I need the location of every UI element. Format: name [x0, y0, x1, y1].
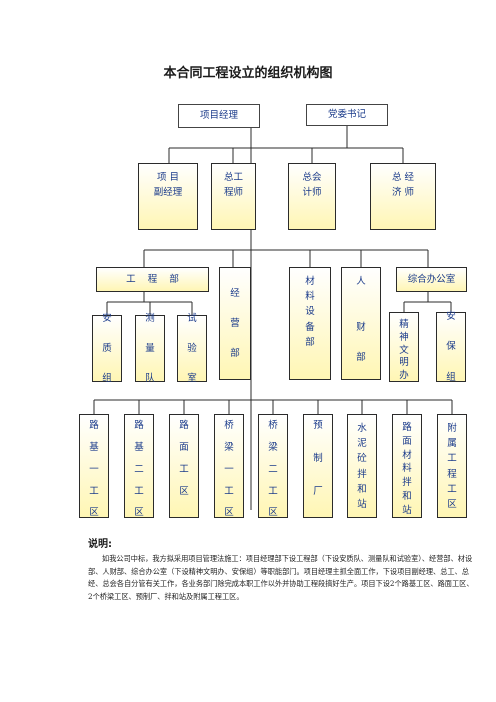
auxiliary-works-area-box: 附 属 工 程 工 区 [437, 414, 467, 518]
subgrade-area-1-box: 路 基 一 工 区 [79, 414, 109, 518]
civilization-office-box: 精 神 文 明 办 [389, 312, 419, 382]
party-secretary-box: 党委书记 [306, 104, 388, 126]
pavement-mixing-station-box: 路 面 材 料 拌 和 站 [392, 414, 422, 518]
survey-team-box: 测 量 队 [135, 313, 165, 384]
hr-finance-dept-box: 人 财 部 [341, 267, 381, 380]
chief-accountant-box: 总会 计师 [288, 163, 336, 230]
precast-plant-box: 预 制 厂 [303, 414, 333, 518]
chart-title: 本合同工程设立的组织机构图 [163, 66, 333, 81]
security-team-box: 安 保 组 [436, 311, 466, 383]
pavement-area-box: 路 面 工 区 [169, 414, 199, 518]
test-lab-box: 试 验 室 [177, 313, 207, 384]
safety-quality-box: 安 质 组 [92, 313, 122, 384]
bridge-area-1-box: 桥 梁 一 工 区 [214, 414, 244, 518]
materials-dept-box: 材 料 设 备 部 [289, 267, 331, 380]
cement-mixing-station-box: 水 泥 砼 拌 和 站 [347, 414, 377, 518]
note-heading: 说明: [88, 539, 112, 550]
project-manager-box: 项目经理 [178, 104, 260, 128]
engineering-dept-box: 工 程 部 [96, 267, 209, 292]
general-office-box: 综合办公室 [396, 267, 467, 292]
subgrade-area-2-box: 路 基 二 工 区 [124, 414, 154, 518]
deputy-manager-box: 项 目 副经理 [138, 163, 198, 230]
business-dept-box: 经 营 部 [219, 267, 251, 380]
chief-economist-box: 总 经 济 师 [370, 163, 436, 230]
note-paragraph: 如我公司中标，我方拟采用项目管理法施工：项目经理部下设工程部（下设安质队、测量队… [88, 554, 474, 601]
bridge-area-2-box: 桥 梁 二 工 区 [258, 414, 288, 518]
chief-engineer-box: 总工 程师 [211, 163, 256, 230]
